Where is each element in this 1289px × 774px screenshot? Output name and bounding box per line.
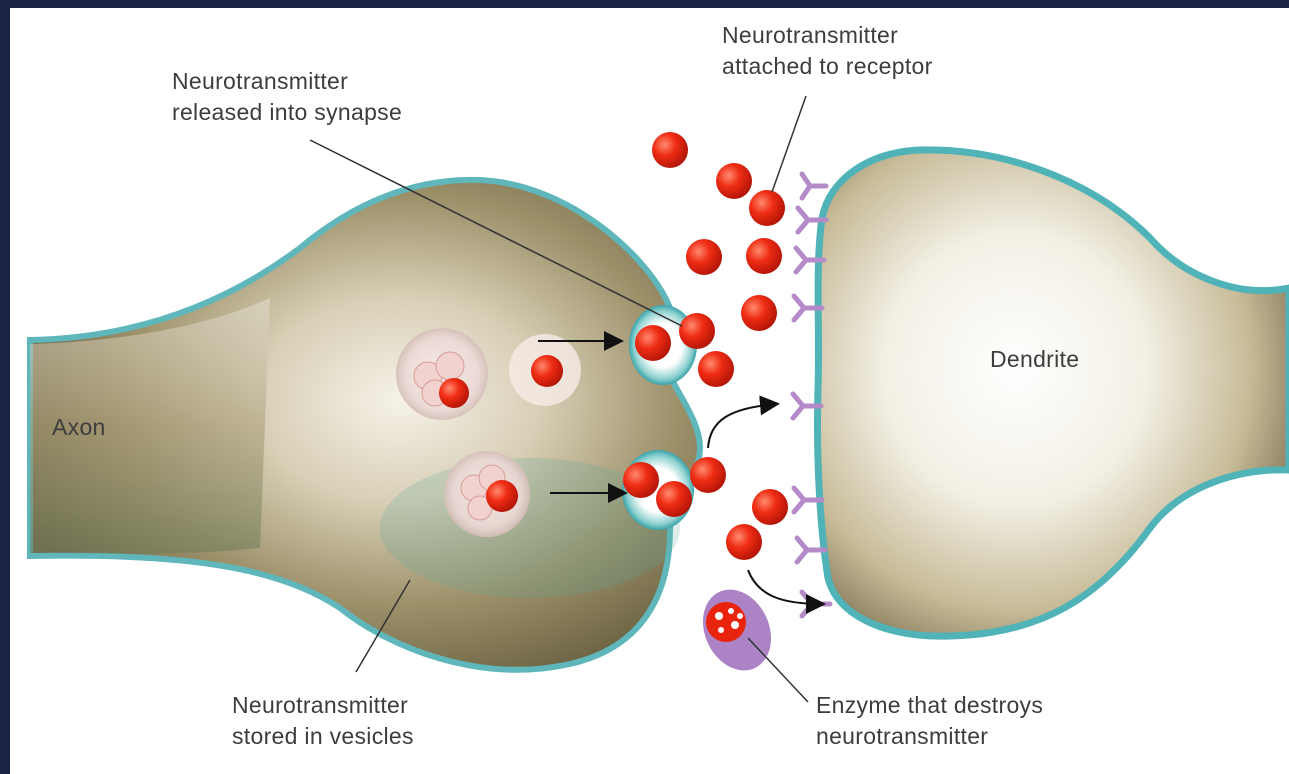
label-line: released into synapse <box>172 97 402 128</box>
label-dendrite: Dendrite <box>990 344 1079 375</box>
label-line: attached to receptor <box>722 51 933 82</box>
label-neurotransmitter-released: Neurotransmitter released into synapse <box>172 66 402 128</box>
label-line: Neurotransmitter <box>172 66 402 97</box>
label-enzyme: Enzyme that destroys neurotransmitter <box>816 690 1043 752</box>
vesicle-lower <box>445 452 529 536</box>
label-line: stored in vesicles <box>232 721 414 752</box>
dendrite-shape <box>817 150 1289 636</box>
vesicle-middle <box>509 334 581 406</box>
label-axon: Axon <box>52 412 106 443</box>
label-neurotransmitter-attached: Neurotransmitter attached to receptor <box>722 20 933 82</box>
label-line: neurotransmitter <box>816 721 1043 752</box>
label-line: Enzyme that destroys <box>816 690 1043 721</box>
label-neurotransmitter-stored: Neurotransmitter stored in vesicles <box>232 690 414 752</box>
label-line: Neurotransmitter <box>232 690 414 721</box>
vesicle-upper <box>397 329 487 419</box>
axon-shape <box>30 180 700 670</box>
label-line: Neurotransmitter <box>722 20 933 51</box>
neurotransmitter-molecules <box>623 132 788 560</box>
diagram-frame: Neurotransmitter released into synapse N… <box>10 8 1289 774</box>
